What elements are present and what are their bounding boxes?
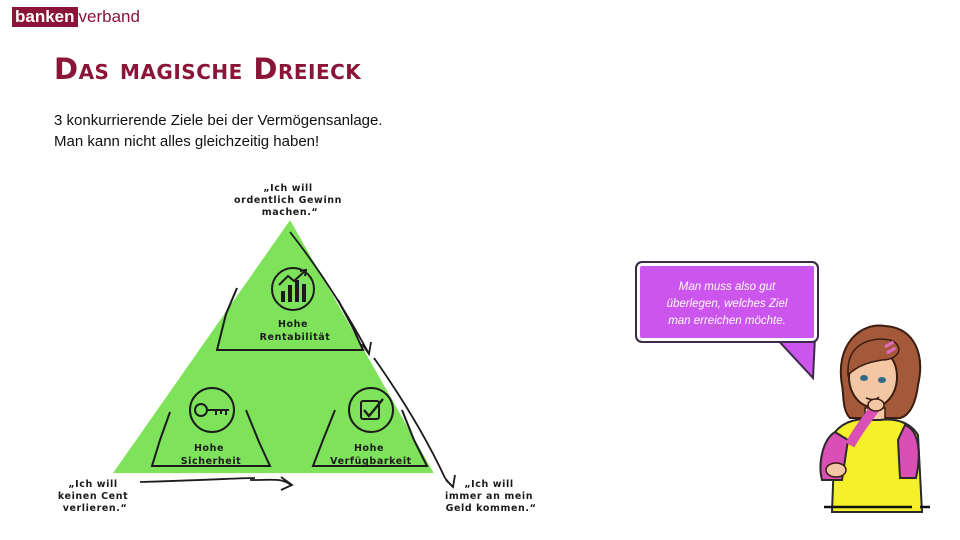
label-rentabilitaet-line-1: Hohe — [278, 319, 308, 330]
quote-left-line-3: verlieren.“ — [63, 503, 128, 514]
cycle-arrows — [139, 231, 456, 491]
label-verfuegbarkeit-line-2: Verfügbarkeit — [330, 456, 412, 467]
quote-right-line-2: immer an mein — [445, 491, 533, 502]
girl-illustration — [772, 324, 930, 513]
label-rentabilitaet: Hohe Rentabilität — [260, 319, 331, 343]
triangle-inner-lines — [150, 287, 429, 467]
quote-top: „Ich will ordentlich Gewinn machen.“ — [234, 183, 346, 218]
speech-bubble: Man muss also gut überlegen, welches Zie… — [635, 261, 819, 343]
subtitle-line-1: 3 konkurrierende Ziele bei der Vermögens… — [54, 112, 383, 129]
logo-part-banken: banken — [12, 7, 78, 27]
quote-left-line-1: „Ich will — [68, 479, 117, 490]
label-sicherheit: Hohe Sicherheit — [181, 443, 242, 467]
growth-chart-icon — [271, 267, 315, 311]
slide-subtitle: 3 konkurrierende Ziele bei der Vermögens… — [54, 110, 383, 152]
quote-left-line-2: keinen Cent — [58, 491, 128, 502]
subtitle-line-2: Man kann nicht alles gleichzeitig haben! — [54, 133, 320, 150]
checkmark-icon — [348, 387, 394, 433]
quote-right-line-3: Geld kommen.“ — [446, 503, 537, 514]
label-verfuegbarkeit: Hohe Verfügbarkeit — [330, 443, 412, 467]
slide-title: Das magische Dreieck — [54, 52, 362, 86]
key-icon — [189, 387, 235, 433]
label-verfuegbarkeit-line-1: Hohe — [354, 443, 384, 454]
speech-bubble-text: Man muss also gut überlegen, welches Zie… — [637, 279, 817, 330]
speech-bubble-line-2: überlegen, welches Ziel — [666, 298, 788, 310]
speech-bubble-line-1: Man muss also gut — [678, 281, 776, 293]
label-sicherheit-line-1: Hohe — [194, 443, 224, 454]
quote-top-line-1: „Ich will — [263, 183, 312, 194]
logo-part-verband: verband — [78, 7, 140, 26]
label-sicherheit-line-2: Sicherheit — [181, 456, 242, 467]
quote-right-line-1: „Ich will — [464, 479, 513, 490]
quote-left: „Ich will keinen Cent verlieren.“ — [58, 479, 132, 514]
quote-top-line-2: ordentlich Gewinn — [234, 195, 342, 206]
quote-top-line-3: machen.“ — [262, 207, 319, 218]
bankenverband-logo: banken verband — [12, 6, 140, 28]
label-rentabilitaet-line-2: Rentabilität — [260, 332, 331, 343]
speech-bubble-line-3: man erreichen möchte. — [668, 315, 786, 327]
quote-right: „Ich will immer an mein Geld kommen.“ — [445, 479, 537, 514]
